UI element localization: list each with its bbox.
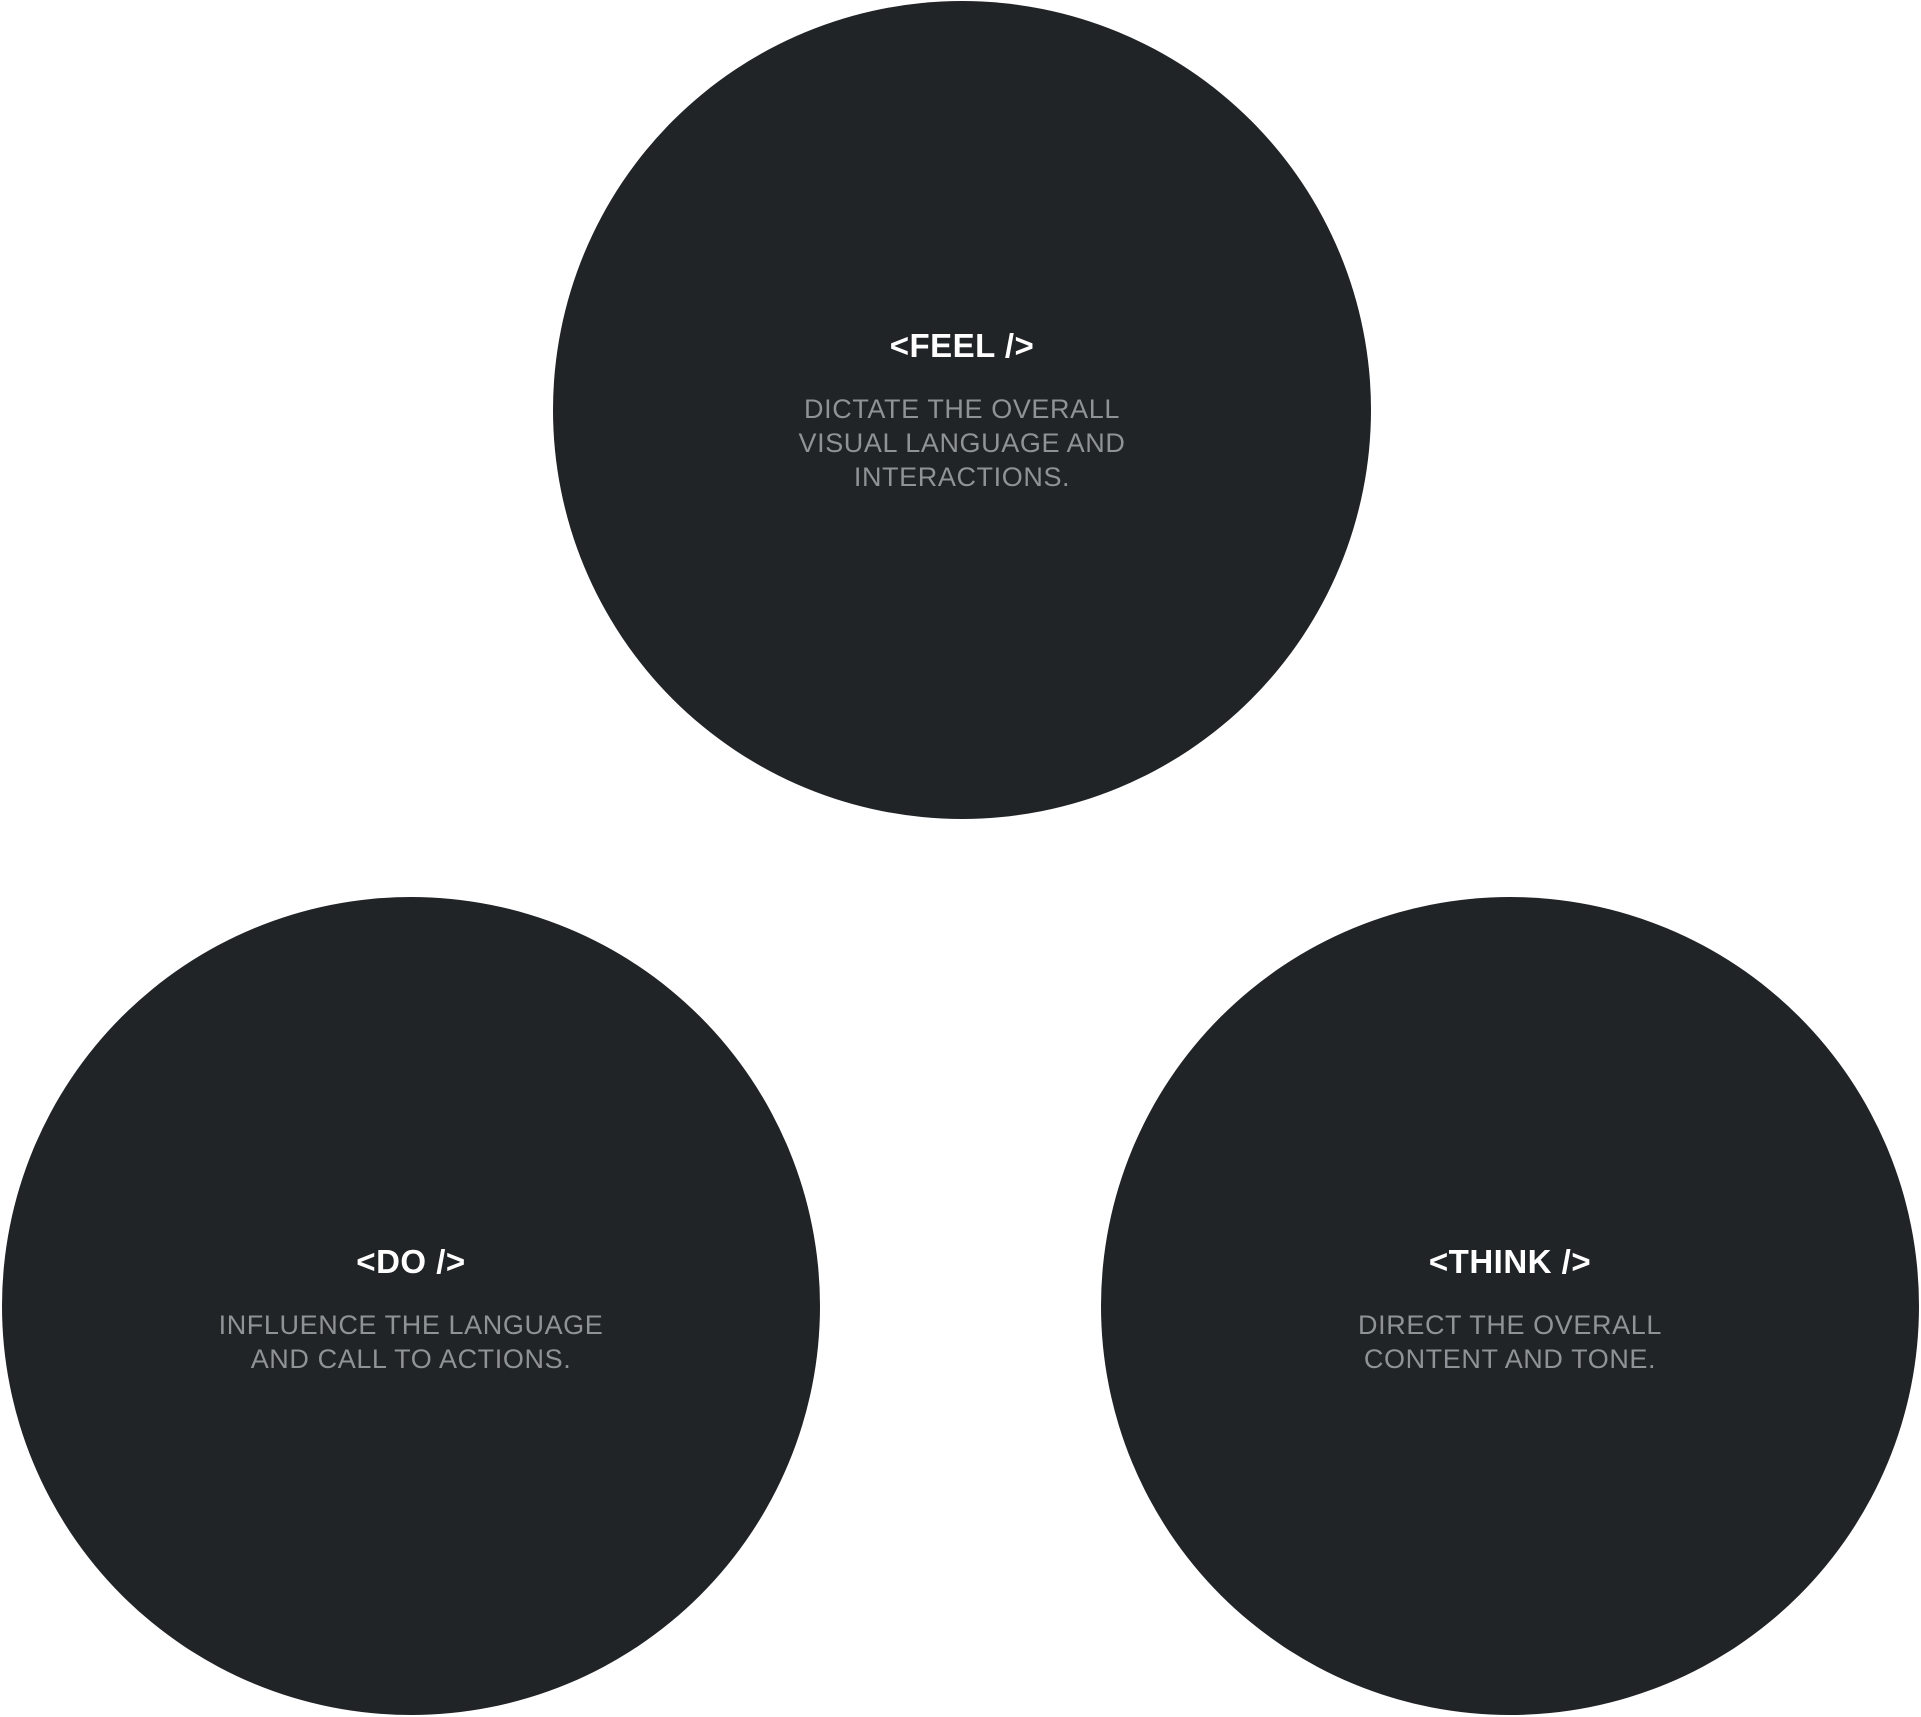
think-circle: <THINK /> DIRECT THE OVERALL CONTENT AND…: [1101, 897, 1919, 1715]
feel-circle: <FEEL /> DICTATE THE OVERALL VISUAL LANG…: [553, 1, 1371, 819]
do-title: <DO />: [356, 1243, 466, 1280]
think-circle-content: <THINK /> DIRECT THE OVERALL CONTENT AND…: [1101, 1242, 1919, 1376]
do-description: INFLUENCE THE LANGUAGE AND CALL TO ACTIO…: [218, 1310, 604, 1374]
feel-description: DICTATE THE OVERALL VISUAL LANGUAGE AND …: [798, 394, 1126, 492]
do-circle-content: <DO /> INFLUENCE THE LANGUAGE AND CALL T…: [2, 1242, 820, 1376]
feel-circle-content: <FEEL /> DICTATE THE OVERALL VISUAL LANG…: [553, 326, 1371, 494]
think-title: <THINK />: [1428, 1243, 1592, 1280]
do-circle: <DO /> INFLUENCE THE LANGUAGE AND CALL T…: [2, 897, 820, 1715]
think-description: DIRECT THE OVERALL CONTENT AND TONE.: [1358, 1310, 1662, 1374]
feel-title: <FEEL />: [889, 327, 1035, 364]
